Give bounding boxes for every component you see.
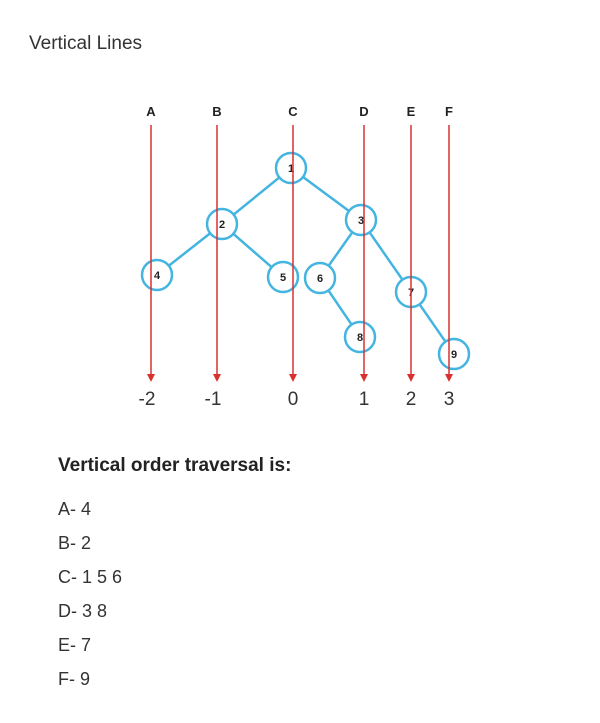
horizontal-distance-E: 2 (406, 389, 417, 410)
tree-nodes: 123456789 (140, 151, 471, 371)
vertical-line-letter-B: B (212, 104, 221, 119)
tree-edge-3-6 (327, 231, 354, 267)
tree-node-label-2: 2 (219, 219, 225, 231)
tree-edge-6-8 (327, 289, 353, 326)
tree-node-3 (344, 203, 378, 237)
vertical-line-letter-F: F (445, 104, 453, 119)
tree-edge-7-9 (418, 303, 447, 343)
vertical-line-letter-D: D (359, 104, 368, 119)
tree-node-label-5: 5 (280, 272, 286, 284)
horizontal-distance-D: 1 (359, 389, 370, 410)
tree-edge-2-5 (232, 232, 273, 269)
tree-node-label-9: 9 (451, 349, 457, 361)
tree-node-6 (303, 261, 337, 295)
tree-node-label-8: 8 (357, 332, 363, 344)
horizontal-distance-labels: -2 -1 0 1 2 3 (139, 389, 455, 410)
tree-node-5 (266, 260, 300, 294)
tree-node-label-4: 4 (154, 270, 161, 282)
traversal-item: F- 9 (58, 669, 91, 689)
tree-edges (168, 175, 447, 343)
tree-node-label-1: 1 (288, 163, 294, 175)
tree-edge-1-2 (232, 176, 281, 216)
tree-node-8 (343, 320, 377, 354)
vertical-line-letters: A B C D E F (146, 104, 453, 119)
traversal-item: B- 2 (58, 533, 92, 553)
traversal-item: C- 1 5 6 (58, 567, 123, 587)
traversal-item: A- 4 (58, 499, 92, 519)
horizontal-distance-A: -2 (139, 389, 156, 410)
vertical-lines (147, 125, 453, 382)
horizontal-distance-F: 3 (444, 389, 455, 410)
traversal-list: A- 4 B- 2 C- 1 5 6 D- 3 8 E- 7 F- 9 (58, 492, 122, 696)
tree-edge-3-7 (368, 231, 404, 281)
tree-node-2 (205, 207, 239, 241)
vertical-line-letter-A: A (146, 104, 156, 119)
traversal-item: D- 3 8 (58, 601, 108, 621)
tree-edge-1-3 (302, 175, 350, 213)
tree-node-4 (140, 258, 174, 292)
tree-node-1 (274, 151, 308, 185)
tree-node-9 (437, 337, 471, 371)
horizontal-distance-B: -1 (205, 389, 222, 410)
traversal-heading: Vertical order traversal is: (58, 455, 292, 476)
tree-edge-2-4 (168, 232, 211, 267)
tree-node-label-6: 6 (317, 273, 323, 285)
traversal-item: E- 7 (58, 635, 92, 655)
vertical-line-letter-E: E (407, 104, 416, 119)
vertical-line-letter-C: C (288, 104, 298, 119)
horizontal-distance-C: 0 (288, 389, 299, 410)
tree-node-label-3: 3 (358, 215, 364, 227)
page-title: Vertical Lines (29, 33, 143, 54)
